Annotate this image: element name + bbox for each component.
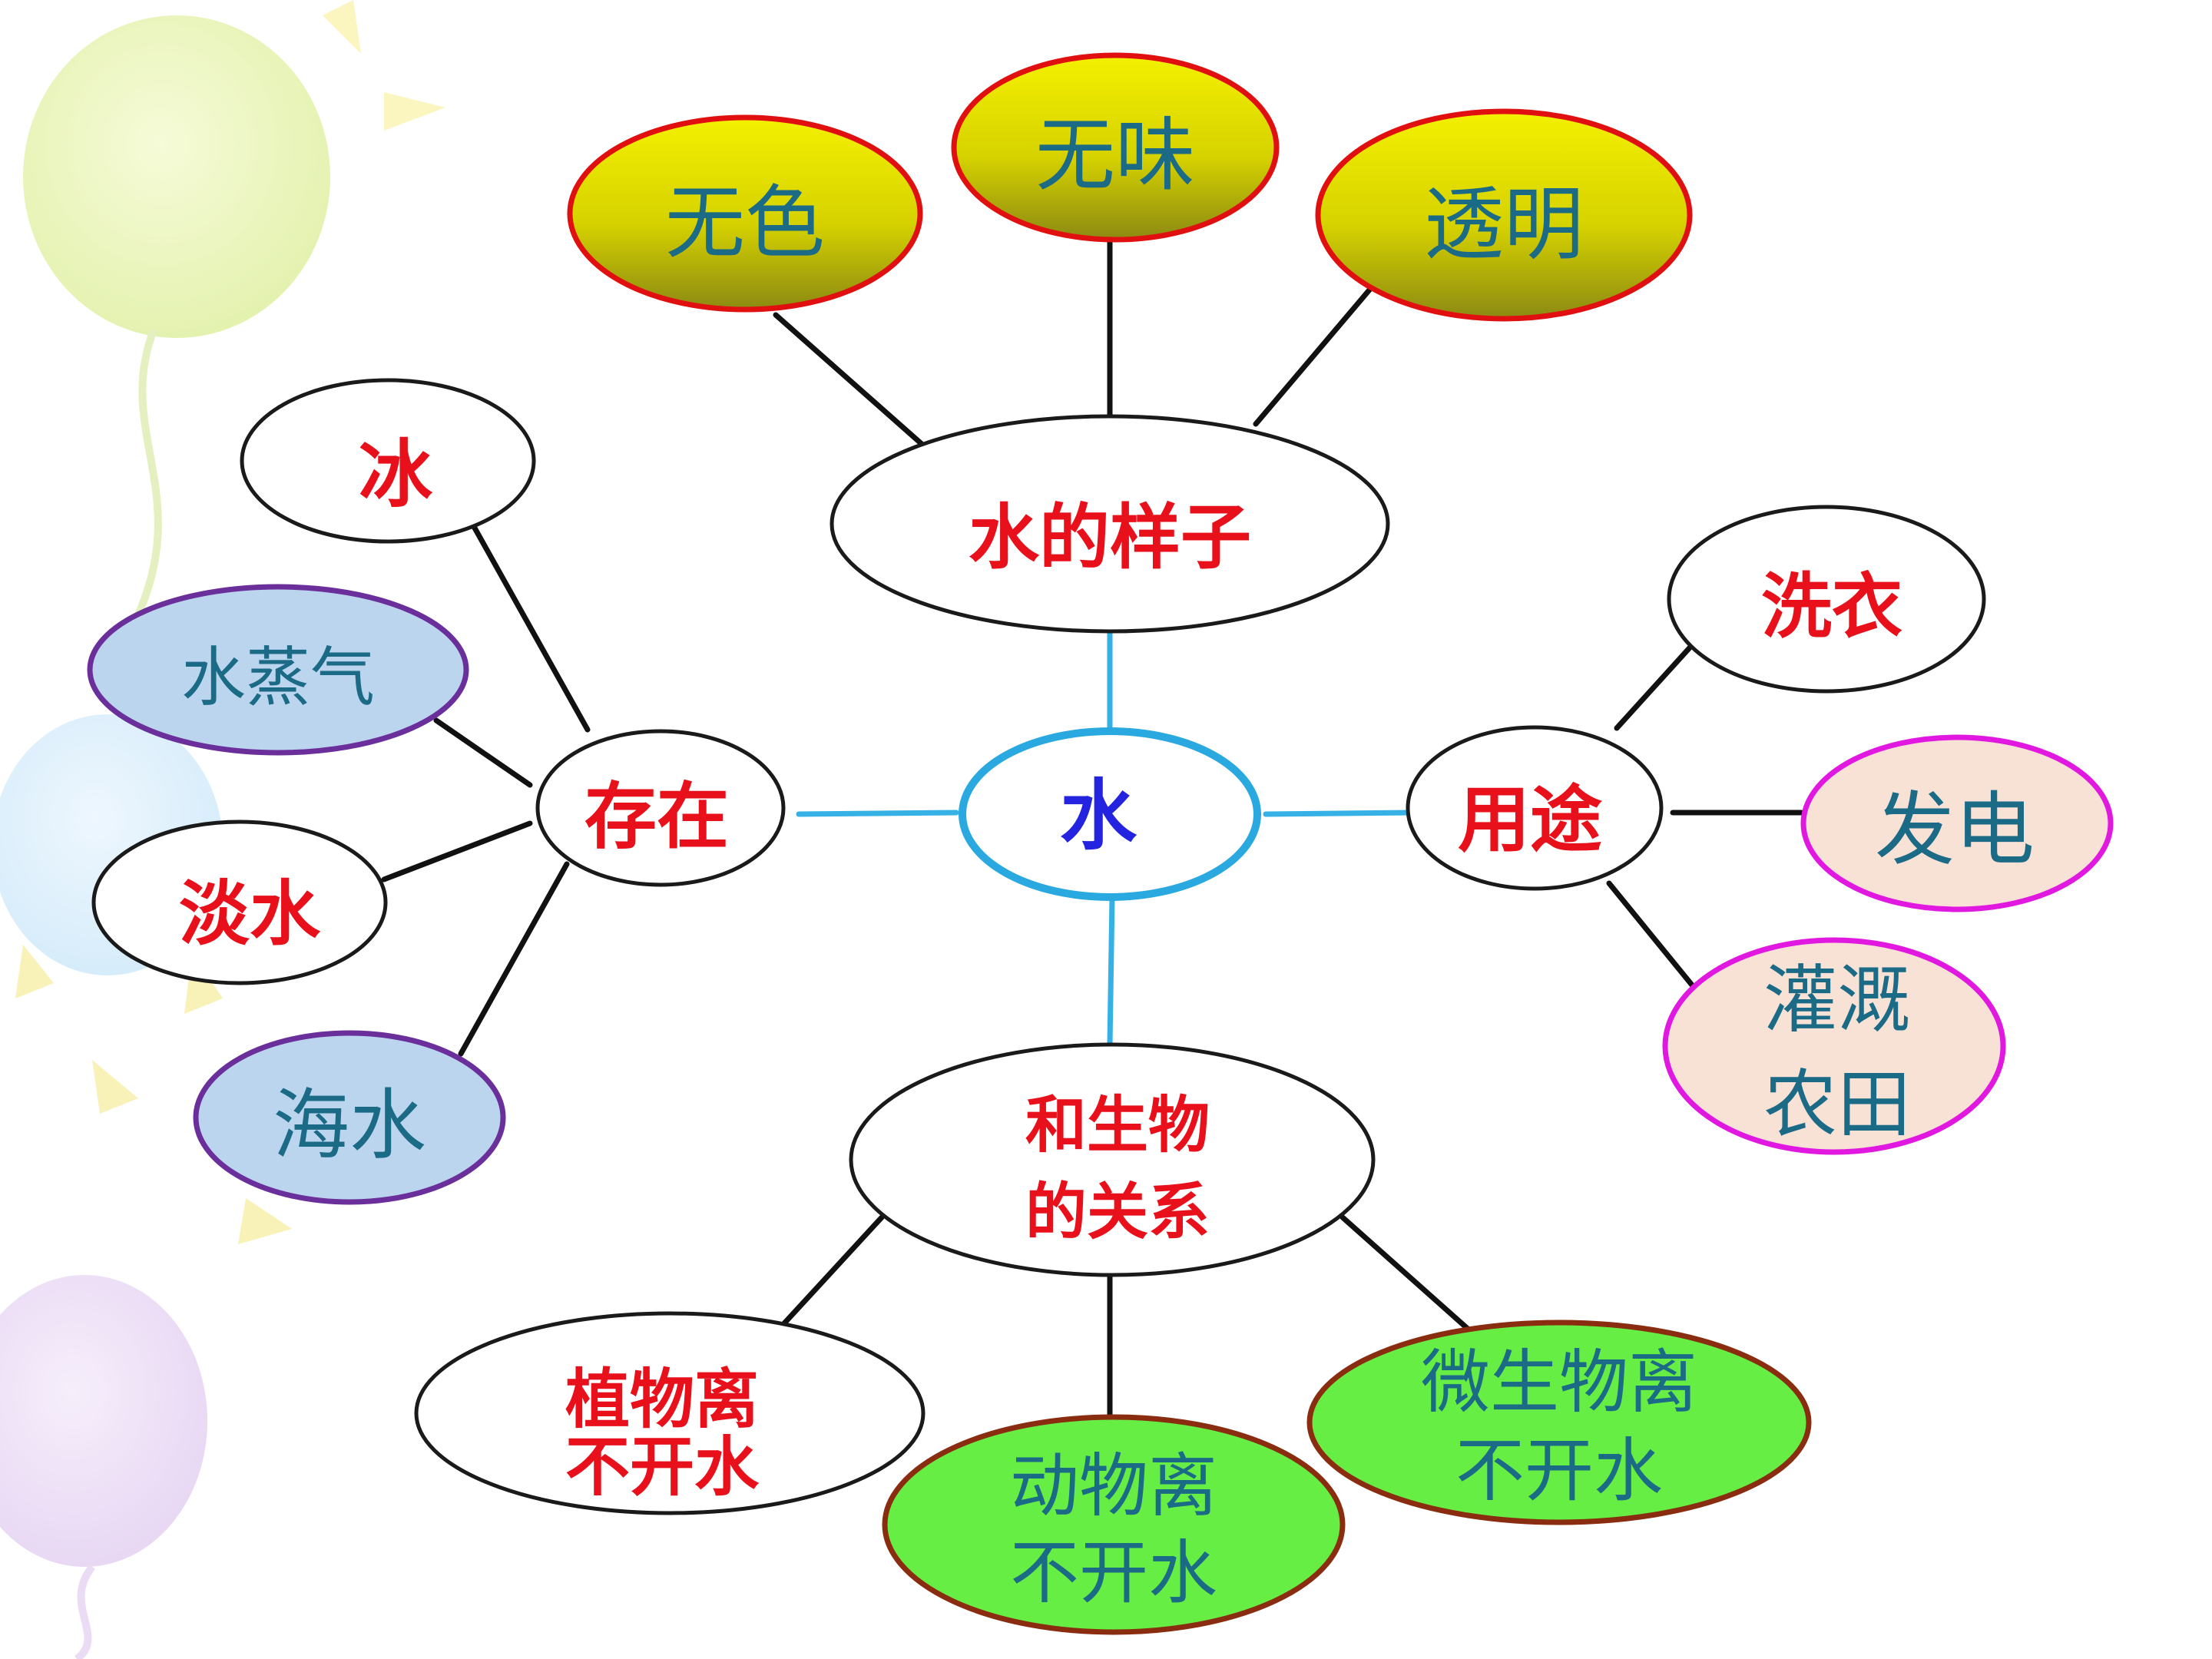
laundry-node [1667, 505, 1986, 694]
uses-label: 用途 [1458, 779, 1602, 863]
appearance-node [830, 414, 1390, 634]
relation-node [849, 1042, 1376, 1277]
connector-uses-irrigation [1606, 880, 1697, 990]
connector-appearance-colorless [773, 312, 925, 447]
microbes-label-line-1: 微生物离 [1421, 1343, 1697, 1423]
plants-node [414, 1311, 926, 1515]
connector-existence-sea [458, 861, 570, 1057]
center-label: 水 [1060, 771, 1137, 861]
irrigation-label-line-1: 灌溉 [1763, 957, 1911, 1043]
balloon-purple-icon [0, 1275, 207, 1567]
plants-label-line-1: 植物离 [565, 1362, 759, 1437]
microbes-label-line-2: 不开水 [1455, 1431, 1663, 1512]
plants-label-line-2: 不开水 [565, 1429, 760, 1505]
fresh-water-node [91, 820, 388, 985]
connector-center-uses [1263, 810, 1416, 817]
vapor-label: 水蒸气 [181, 640, 375, 715]
sun-ray-icon [15, 945, 54, 998]
existence-label: 存在 [584, 776, 729, 859]
connector-center-existence [796, 810, 959, 817]
sun-ray-icon [384, 92, 445, 131]
center-node [959, 727, 1261, 901]
connector-center-relation [1107, 894, 1115, 1048]
existence-branch: 存在 冰 水蒸气 淡水 海水 [87, 378, 786, 1205]
sea-water-node [193, 1030, 506, 1205]
irrigation-node [1662, 937, 2006, 1155]
laundry-label: 洗衣 [1761, 566, 1902, 648]
colorless-node [567, 114, 923, 313]
connectors [381, 237, 1804, 1428]
colorless-label: 无色 [665, 176, 825, 270]
appearance-branch: 水的样子 无色 无味 透明 [567, 52, 1693, 634]
sun-ray-icon [238, 1198, 292, 1244]
connector-relation-microbes [1339, 1214, 1478, 1338]
relation-label-line-1: 和生物 [1025, 1090, 1210, 1161]
relation-branch: 和生物 的关系 植物离 不开水 动物离 不开水 微生物离 不开水 [414, 1042, 1812, 1635]
power-node [1800, 734, 2114, 912]
connector-existence-fresh [381, 820, 533, 882]
power-label: 发电 [1875, 783, 2035, 876]
center-branch: 水 [959, 727, 1261, 901]
ice-node [240, 378, 536, 544]
sea-water-label: 海水 [273, 1081, 426, 1171]
ice-label: 冰 [359, 432, 433, 518]
animals-label-line-1: 动物离 [1010, 1446, 1217, 1527]
relation-label-line-2: 的关系 [1025, 1177, 1210, 1248]
fresh-water-label: 淡水 [179, 873, 321, 955]
connector-appearance-transparent [1253, 285, 1374, 427]
uses-node [1406, 725, 1664, 891]
vapor-node [87, 584, 469, 756]
connector-existence-ice [469, 521, 591, 733]
uses-branch: 用途 洗衣 发电 灌溉 农田 [1406, 505, 2114, 1155]
tasteless-label: 无味 [1035, 108, 1195, 202]
animals-node [882, 1414, 1346, 1635]
connector-existence-vapor [433, 717, 533, 788]
microbes-node [1306, 1320, 1812, 1525]
existence-node [535, 729, 786, 887]
balloon-string-yellow [134, 329, 162, 617]
balloon-string-purple [74, 1564, 96, 1659]
connector-uses-laundry [1614, 634, 1702, 731]
balloon-yellow-icon [23, 15, 330, 338]
appearance-label: 水的样子 [969, 497, 1251, 579]
transparent-node [1315, 108, 1693, 322]
animals-label-line-2: 不开水 [1010, 1533, 1217, 1614]
tasteless-node [951, 52, 1280, 243]
sun-ray-icon [92, 1060, 138, 1114]
sun-ray-icon [323, 0, 361, 54]
connector-relation-plants [773, 1214, 885, 1336]
transparent-label: 透明 [1424, 177, 1584, 271]
irrigation-label-line-2: 农田 [1763, 1061, 1911, 1147]
